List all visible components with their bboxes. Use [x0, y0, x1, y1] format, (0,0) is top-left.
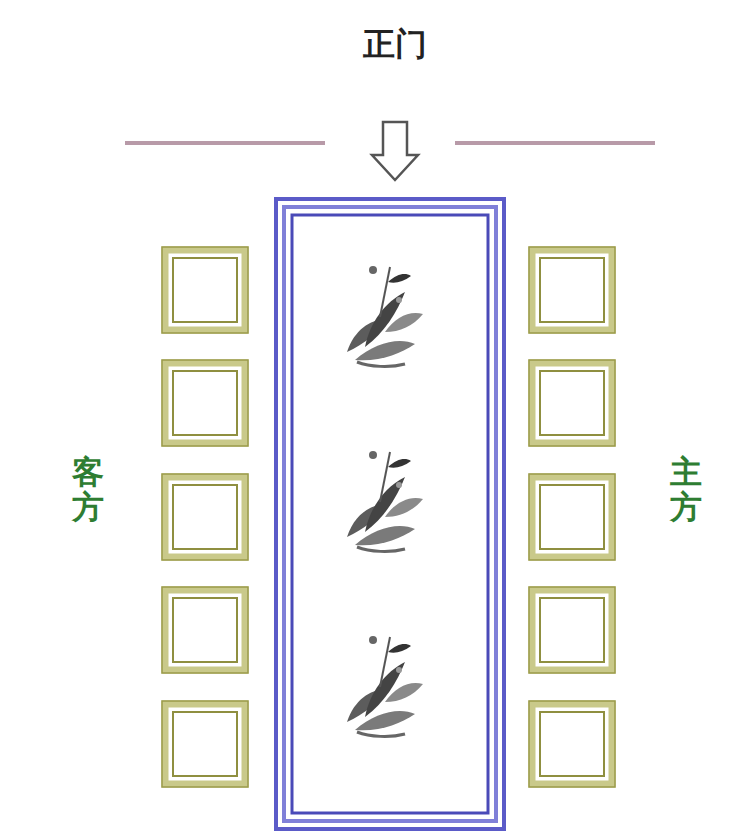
wall-line: [125, 141, 325, 145]
side-label: 主方: [670, 455, 702, 525]
table: [276, 199, 504, 829]
door-label: 正门: [363, 23, 427, 67]
side-label: 客方: [72, 455, 104, 525]
wall-line: [455, 141, 655, 145]
door-arrow: [372, 122, 418, 180]
